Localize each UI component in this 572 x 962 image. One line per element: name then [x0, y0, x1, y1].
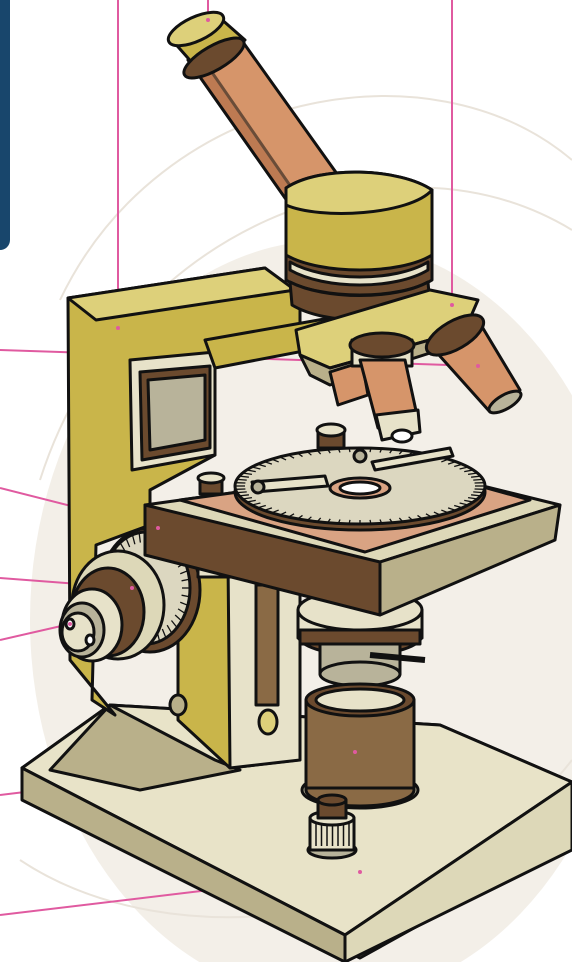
callout-anchor-dot — [68, 622, 72, 626]
callout-anchor-dot — [358, 870, 362, 874]
callout-anchor-dot — [450, 303, 454, 307]
dial-tick — [370, 520, 371, 524]
callout-anchor-dot — [476, 364, 480, 368]
dial-tick — [349, 520, 350, 524]
dial-tick — [370, 448, 371, 452]
callout-anchor-dot — [353, 750, 357, 754]
dial-tick — [237, 479, 247, 480]
dial-tick — [473, 479, 483, 480]
dial-tick — [473, 492, 483, 493]
eyepiece-tube — [164, 5, 340, 205]
callout-anchor-dot — [156, 526, 160, 530]
dial-tick — [349, 448, 350, 452]
callout-anchor-dot — [116, 326, 120, 330]
callout-anchor-dot — [130, 586, 134, 590]
callout-anchor-dot — [206, 18, 210, 22]
dial-tick — [237, 492, 247, 493]
